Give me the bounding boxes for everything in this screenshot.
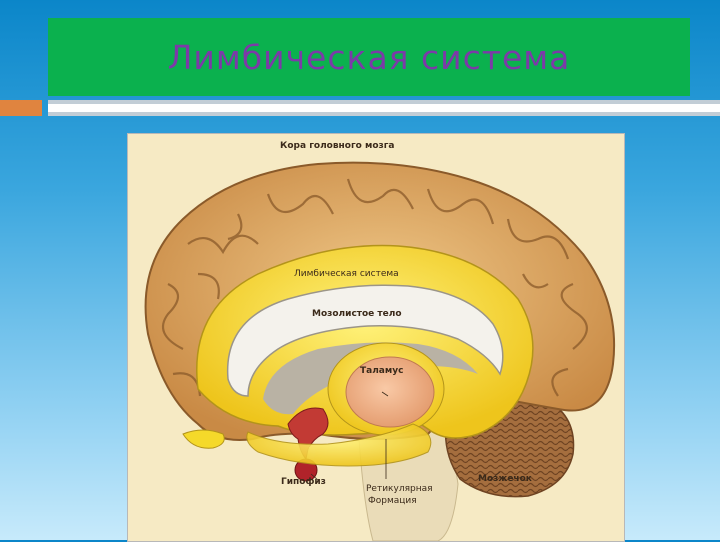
title-accent-bar	[0, 100, 42, 116]
amygdala-shape	[183, 430, 224, 448]
title-divider	[48, 100, 720, 116]
label-thalamus: Таламус	[360, 366, 403, 376]
label-reticular-line1: Ретикулярная	[366, 484, 433, 494]
label-reticular-line2: Формация	[368, 496, 417, 506]
label-limbic-system: Лимбическая система	[294, 269, 399, 279]
label-cortex: Кора головного мозга	[280, 141, 395, 151]
label-cerebellum: Мозжечок	[478, 474, 532, 484]
slide-title-bar: Лимбическая система	[48, 18, 690, 96]
brain-illustration	[128, 134, 624, 541]
label-pituitary: Гипофиз	[281, 477, 326, 487]
slide-title: Лимбическая система	[168, 38, 571, 77]
label-corpus-callosum: Мозолистое тело	[312, 309, 402, 319]
brain-diagram-panel: Кора головного мозга Лимбическая система…	[127, 133, 625, 542]
